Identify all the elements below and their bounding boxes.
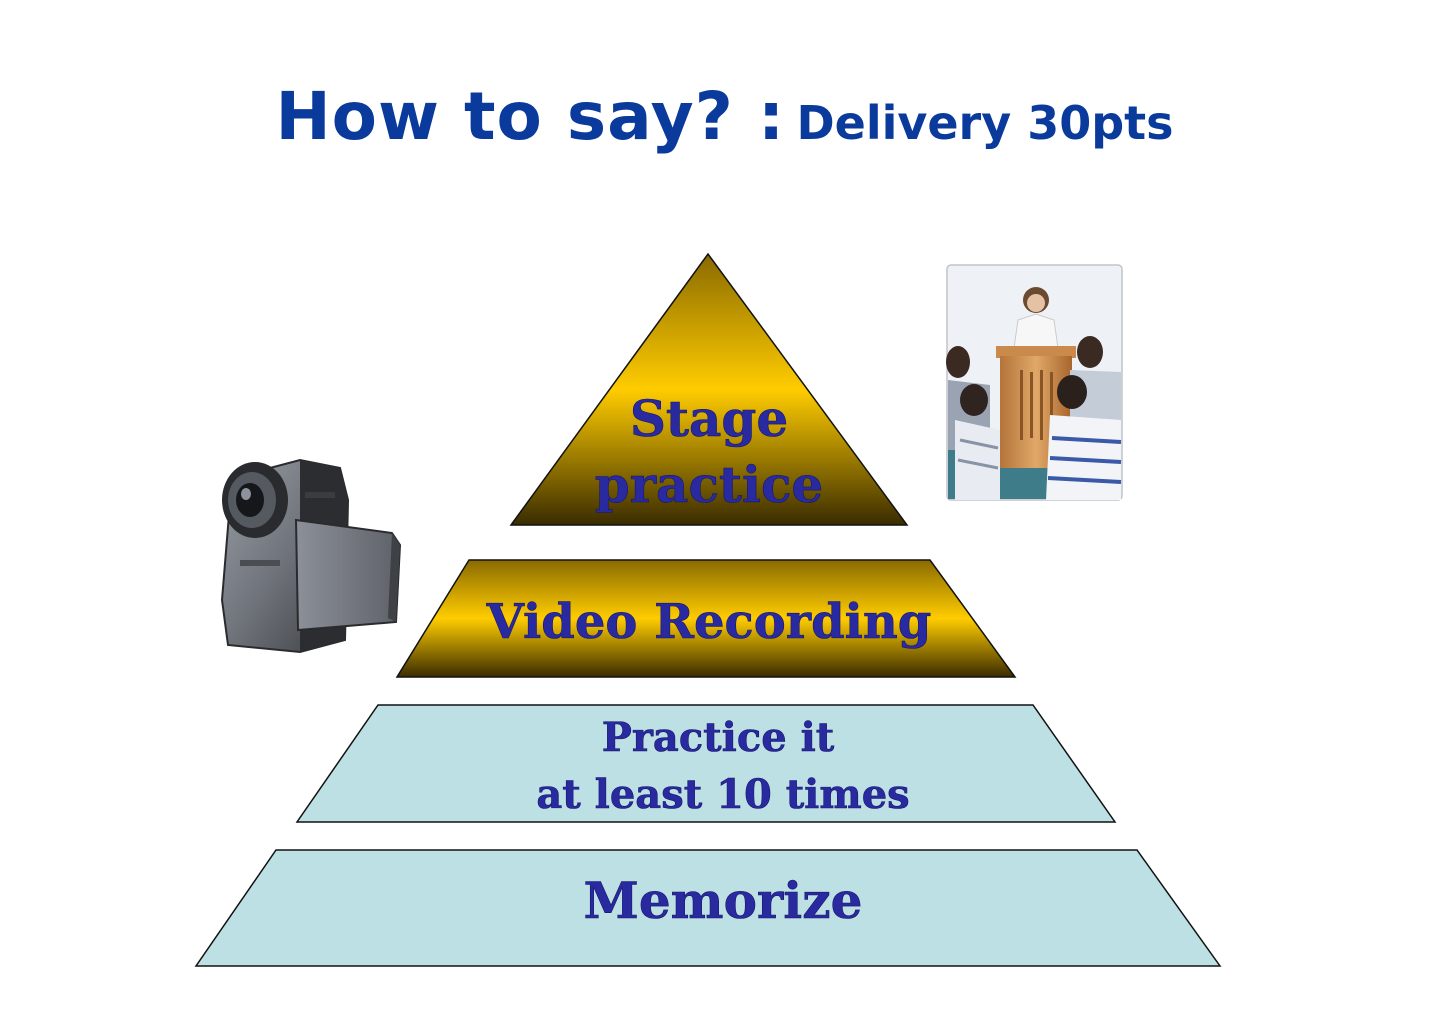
tier-video-recording-label: Video Recording (486, 594, 932, 650)
tier-practice (295, 704, 1117, 823)
tier-memorize (194, 849, 1222, 967)
video-camera-icon (220, 458, 402, 654)
title-sub: Delivery 30pts (796, 96, 1174, 150)
speaker-at-podium-photo (946, 264, 1123, 501)
tier-stage-practice-line1: Stage (630, 389, 788, 448)
tier-stage-practice-line2: practice (595, 455, 824, 514)
tier-practice-line1: Practice it (602, 714, 835, 761)
tier-stage-practice (509, 252, 909, 526)
title-main: How to say? : (275, 78, 786, 155)
tier-memorize-label: Memorize (584, 871, 863, 930)
slide-title: How to say? : Delivery 30pts (0, 78, 1449, 155)
tier-practice-line2: at least 10 times (536, 771, 909, 818)
tier-video-recording (395, 559, 1017, 678)
